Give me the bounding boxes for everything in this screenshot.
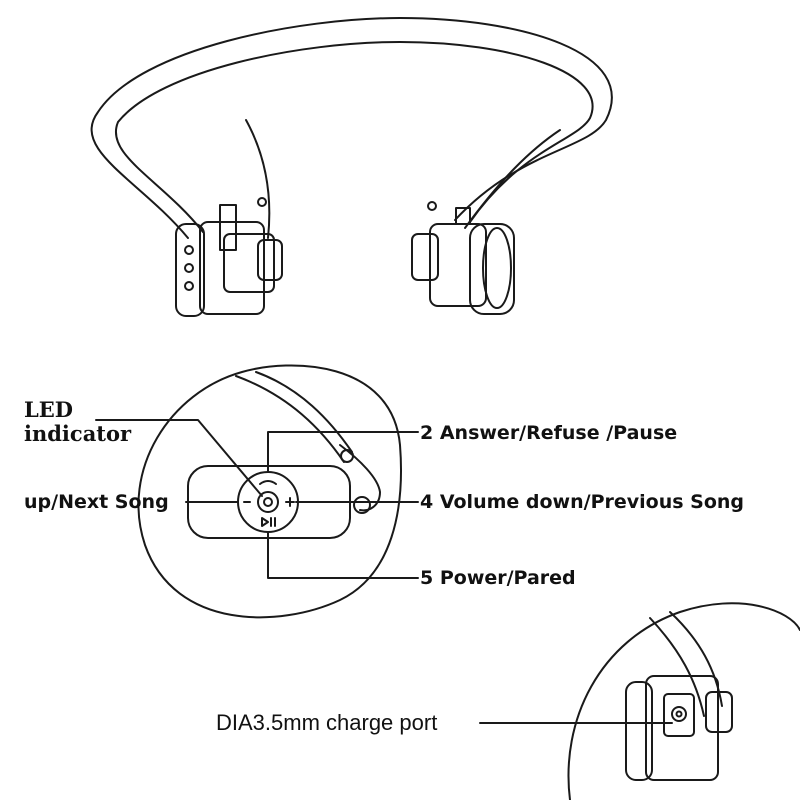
charge-port-closeup xyxy=(479,602,800,800)
label-led-line2: indicator xyxy=(24,421,132,446)
label-answer: 2 Answer/Refuse /Pause xyxy=(420,422,678,444)
port-earpiece-outer xyxy=(625,681,653,781)
phone-icon xyxy=(259,480,277,485)
port-side-block xyxy=(705,691,733,733)
neckband-hole-left xyxy=(257,197,267,207)
closeup-band-hole xyxy=(340,449,354,463)
port-housing xyxy=(663,693,695,737)
charge-port-center xyxy=(675,710,683,718)
port-closeup-circle xyxy=(567,602,800,800)
port-band xyxy=(669,611,723,707)
label-led-line1: LED xyxy=(24,397,73,422)
label-volume-up: up/Next Song xyxy=(24,491,169,513)
neckband-right-arm xyxy=(245,119,271,239)
earpiece-left xyxy=(175,204,283,317)
neckband-left-arm xyxy=(464,129,561,229)
neckband-hole-right xyxy=(427,201,437,211)
leader-answer xyxy=(267,431,419,473)
play-pause-icon xyxy=(261,517,276,527)
closeup-band xyxy=(255,371,353,453)
leader-led xyxy=(95,419,263,497)
panel-screw xyxy=(353,496,371,514)
neckband xyxy=(90,17,613,239)
leader-power xyxy=(267,531,419,579)
led-button[interactable] xyxy=(257,491,279,513)
label-power: 5 Power/Pared xyxy=(420,567,576,589)
earpiece-right xyxy=(411,207,515,315)
closeup-arm xyxy=(339,444,381,512)
port-earpiece-body xyxy=(645,675,719,781)
label-volume-down: 4 Volume down/Previous Song xyxy=(420,491,745,513)
neckband-inner-edge xyxy=(115,41,594,233)
closeup-band-inner xyxy=(235,375,345,463)
button-closeup xyxy=(95,364,419,619)
led-dot xyxy=(263,497,273,507)
label-charge-port: DIA3.5mm charge port xyxy=(216,710,438,735)
port-band-inner xyxy=(649,617,705,717)
headset-overview xyxy=(90,17,613,317)
charge-port xyxy=(671,706,687,722)
